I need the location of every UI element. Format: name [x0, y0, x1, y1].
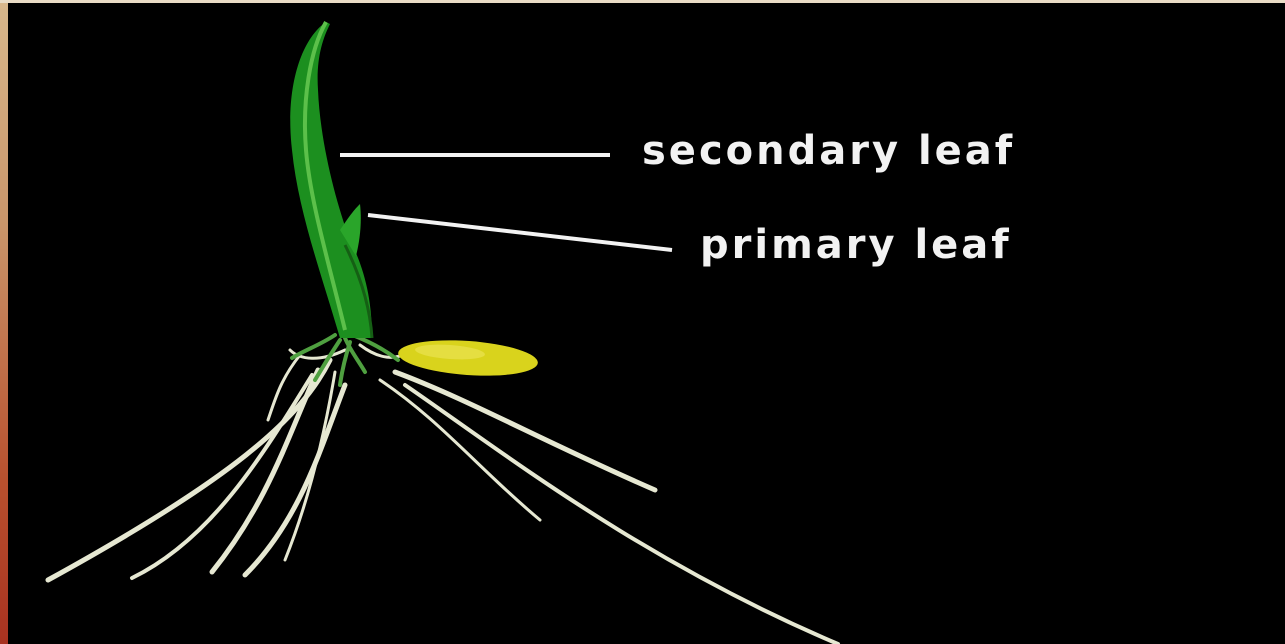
root-crown — [292, 335, 398, 385]
secondary-leaf-label: secondary leaf — [642, 128, 1015, 174]
primary-leaf-leader-line — [368, 215, 672, 250]
shoot — [290, 22, 372, 338]
roots — [48, 345, 838, 644]
primary-leaf-label: primary leaf — [700, 222, 1012, 268]
